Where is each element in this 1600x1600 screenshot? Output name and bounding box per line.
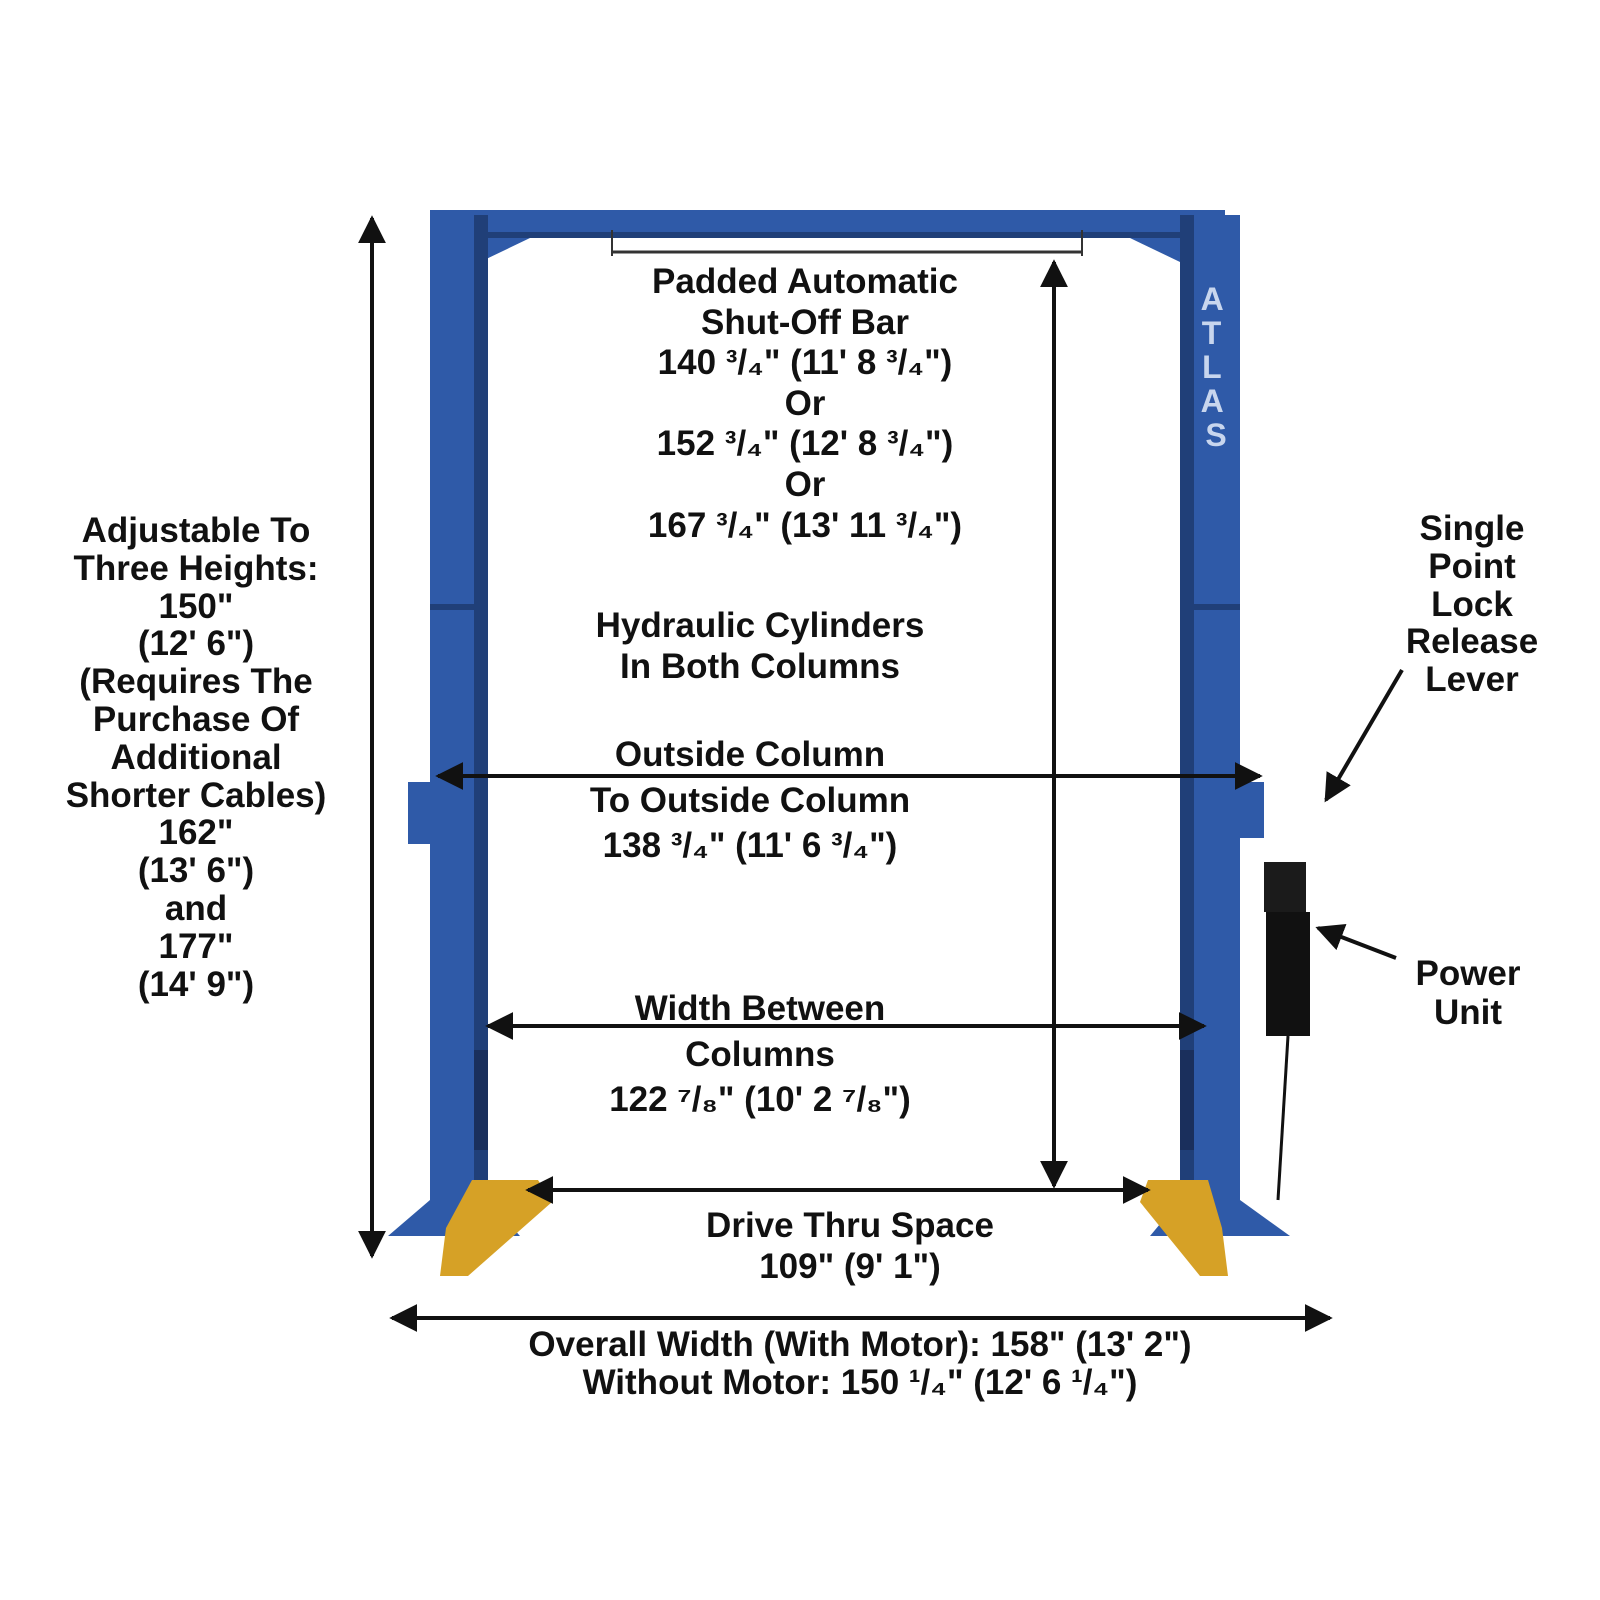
cylinders-line: Hydraulic Cylinders	[595, 606, 925, 645]
width-between-line: 122 ⁷/₈" (10' 2 ⁷/₈")	[609, 1080, 911, 1119]
heights-line: (12' 6")	[137, 624, 255, 664]
shutoff-bar	[611, 230, 1083, 256]
power-unit-line: Power	[1415, 954, 1521, 993]
heights-line: Shorter Cables)	[65, 775, 327, 815]
heights-line: (14' 9")	[137, 964, 255, 1004]
outside-column-line: Outside Column	[614, 735, 886, 774]
power-unit-line: Unit	[1433, 993, 1503, 1033]
shutoff-bar-line: Padded Automatic	[652, 262, 958, 301]
width-between-label: Width Between Columns 122 ⁷/₈" (10' 2 ⁷/…	[530, 986, 990, 1123]
power-unit	[1264, 862, 1310, 1201]
shutoff-bar-line: 152 ³/₄" (12' 8 ³/₄")	[656, 424, 954, 464]
heights-line: (Requires The	[79, 662, 313, 702]
outside-column-line: 138 ³/₄" (11' 6 ³/₄")	[602, 826, 898, 865]
heights-line: 150"	[158, 586, 234, 626]
overall-width-line: Without Motor: 150 ¹/₄" (12' 6 ¹/₄")	[582, 1362, 1138, 1402]
shutoff-bar-line: Or	[784, 464, 826, 504]
lock-release-line: Single	[1419, 509, 1525, 548]
shutoff-bar-label: Padded Automatic Shut-Off Bar 140 ³/₄" (…	[570, 262, 1040, 546]
heights-line: Purchase Of	[92, 699, 300, 739]
heights-line: and	[164, 888, 228, 928]
cylinders-line: In Both Columns	[620, 646, 900, 686]
overhead-beam	[430, 210, 1225, 262]
heights-label: Adjustable To Three Heights: 150" (12' 6…	[40, 512, 352, 1003]
left-column	[388, 215, 520, 1236]
overall-width-line: Overall Width (With Motor): 158" (13' 2"…	[528, 1325, 1192, 1364]
drive-thru-line: 109" (9' 1")	[759, 1246, 941, 1286]
lock-release-line: Point	[1428, 546, 1516, 586]
lock-release-line: Lever	[1425, 660, 1519, 700]
lock-release-line: Lock	[1431, 584, 1513, 624]
heights-line: Three Heights:	[73, 548, 319, 588]
power-unit-label: Power Unit	[1388, 954, 1548, 1032]
cylinders-label: Hydraulic Cylinders In Both Columns	[540, 606, 980, 687]
width-between-line: Width Between	[634, 989, 886, 1028]
shutoff-bar-line: Or	[784, 383, 826, 423]
lock-release-label: Single Point Lock Release Lever	[1372, 510, 1572, 699]
heights-line: 177"	[158, 926, 234, 966]
shutoff-bar-line: 167 ³/₄" (13' 11 ³/₄")	[647, 505, 963, 545]
heights-line: 162"	[158, 813, 234, 853]
overall-width-label: Overall Width (With Motor): 158" (13' 2"…	[420, 1326, 1300, 1402]
heights-line: (13' 6")	[137, 851, 255, 891]
lock-release-line: Release	[1405, 622, 1539, 662]
left-arm-pad	[440, 1180, 552, 1276]
heights-line: Additional	[110, 737, 282, 777]
outside-column-line: To Outside Column	[589, 780, 911, 820]
width-between-line: Columns	[685, 1034, 835, 1074]
drive-thru-label: Drive Thru Space 109" (9' 1")	[660, 1206, 1040, 1287]
shutoff-bar-line: Shut-Off Bar	[700, 302, 910, 342]
right-arm-pad	[1140, 1180, 1228, 1276]
outside-column-label: Outside Column To Outside Column 138 ³/₄…	[520, 732, 980, 869]
atlas-logo: A T L A S	[1201, 281, 1232, 453]
lock-release-pointer	[1324, 668, 1404, 803]
drive-thru-line: Drive Thru Space	[706, 1206, 994, 1245]
heights-line: Adjustable To	[81, 511, 311, 550]
shutoff-bar-line: 140 ³/₄" (11' 8 ³/₄")	[657, 343, 953, 383]
power-unit-pointer	[1315, 923, 1397, 960]
